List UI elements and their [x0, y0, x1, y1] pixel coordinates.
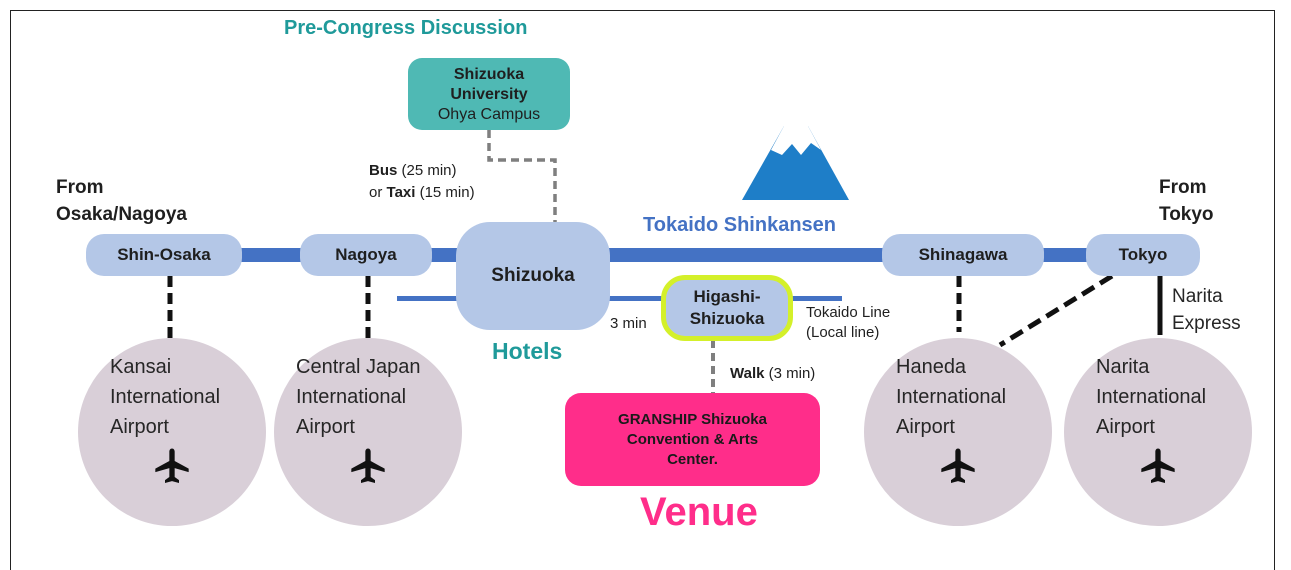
taxi-label: Taxi	[386, 184, 416, 201]
granship-venue-box: GRANSHIP Shizuoka Convention & Arts Cent…	[565, 393, 820, 486]
haneda-airport-name: Haneda International Airport	[896, 356, 1007, 438]
local-travel-time: 3 min	[610, 315, 647, 332]
airplane-icon	[941, 448, 975, 483]
kansai-airport-name: Kansai International Airport	[110, 356, 221, 438]
tokyo-haneda-connector	[998, 273, 1114, 348]
venue-label: Venue	[640, 490, 758, 534]
bus-connector	[487, 130, 557, 222]
walk-info: Walk (3 min)	[730, 365, 815, 382]
tokaido-local-line-label: Tokaido Line (Local line)	[806, 304, 891, 341]
central-japan-airport-name: Central Japan International Airport	[296, 356, 421, 438]
or-text: or	[369, 184, 387, 201]
station-higashi-shizuoka: Higashi- Shizuoka	[661, 275, 793, 341]
narita-airport-name: Narita International Airport	[1096, 356, 1207, 438]
tokaido-local-line	[397, 296, 842, 301]
shizuoka-university-box: Shizuoka University Ohya Campus	[408, 58, 570, 130]
central-japan-airport: Central Japan International Airport	[274, 338, 462, 526]
pre-congress-heading: Pre-Congress Discussion	[284, 17, 528, 39]
kansai-airport: Kansai International Airport	[78, 338, 266, 526]
narita-express-label: Narita Express	[1172, 286, 1241, 334]
station-nagoya: Nagoya	[300, 234, 432, 276]
narita-airport: Narita International Airport	[1064, 338, 1252, 526]
mount-fuji-icon	[742, 126, 849, 200]
airplane-icon	[1141, 448, 1175, 483]
walk-time: (3 min)	[764, 365, 816, 382]
airplane-icon	[155, 448, 189, 483]
taxi-time: (15 min)	[415, 184, 475, 201]
haneda-airport: Haneda International Airport	[864, 338, 1052, 526]
university-campus: Ohya Campus	[437, 106, 541, 123]
from-tokyo-label: From Tokyo	[1159, 177, 1214, 225]
diagram-frame	[10, 10, 1275, 570]
walk-label: Walk	[730, 365, 765, 382]
university-name-line1: Shizuoka	[453, 66, 525, 83]
station-shizuoka: Shizuoka	[456, 222, 610, 330]
station-shin-osaka: Shin-Osaka	[86, 234, 242, 276]
airplane-icon	[351, 448, 385, 483]
tokaido-shinkansen-label: Tokaido Shinkansen	[643, 214, 836, 236]
station-shinagawa: Shinagawa	[882, 234, 1044, 276]
station-tokyo: Tokyo	[1086, 234, 1200, 276]
bus-label: Bus	[369, 162, 398, 179]
from-osaka-nagoya-label: From Osaka/Nagoya	[56, 177, 187, 225]
university-name-line2: University	[450, 86, 528, 103]
hotels-label: Hotels	[492, 338, 563, 364]
bus-time: (25 min)	[397, 162, 457, 179]
bus-taxi-info: Bus (25 min) or Taxi (15 min)	[369, 160, 475, 204]
